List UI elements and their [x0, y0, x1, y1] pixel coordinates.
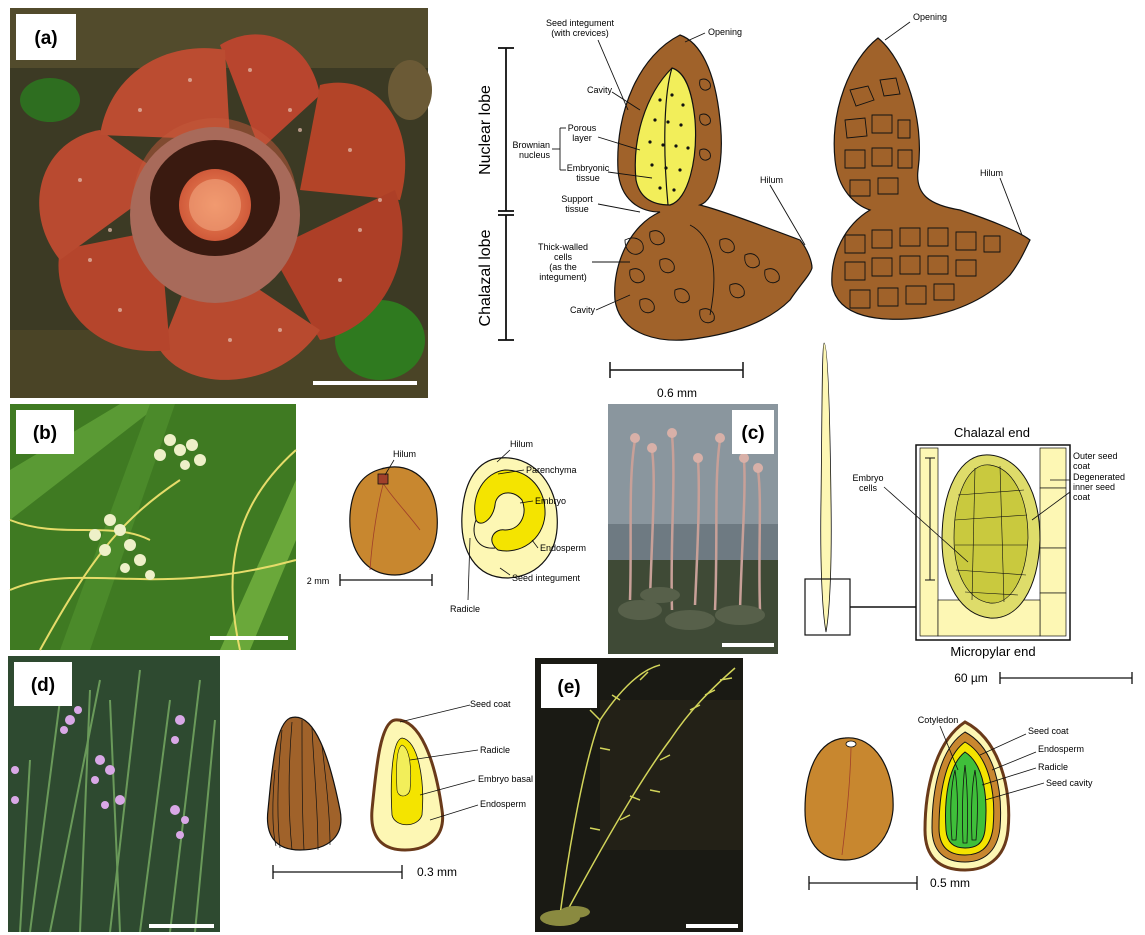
scale-label-b: 2 mm — [307, 576, 330, 586]
seed-coat-e-label: Seed coat — [1028, 726, 1069, 736]
chalazal-end-label: Chalazal end — [954, 425, 1030, 440]
panel-b-label: (b) — [33, 423, 57, 444]
panel-b: (b) Hilum Hilum Parenchyma Embryo Endos — [10, 404, 586, 650]
brownian-label-2: nucleus — [519, 150, 551, 160]
cotyledon-label: Cotyledon — [918, 715, 959, 725]
seed-e-exterior — [805, 738, 893, 860]
hilum-b-label-1: Hilum — [393, 449, 416, 459]
photo-plant-e: (e) — [535, 658, 743, 932]
seed-c-magnified — [916, 445, 1070, 640]
radicle-d-label: Radicle — [480, 745, 510, 755]
panel-d: (d) Seed coat Radicle — [8, 656, 533, 932]
thick-walled-label-1: Thick-walled — [538, 242, 588, 252]
scale-bar-d — [273, 865, 402, 879]
photo-lythrum: (d) — [8, 656, 220, 932]
degenerated-label-3: coat — [1073, 492, 1091, 502]
seed-b-section — [462, 458, 557, 578]
seed-integument-sub-label: (with crevices) — [551, 28, 609, 38]
seed-d-section — [372, 720, 443, 850]
chalazal-lobe-label: Chalazal lobe — [477, 229, 494, 326]
degenerated-label-1: Degenerated — [1073, 472, 1125, 482]
seed-b-exterior — [350, 467, 437, 575]
outer-seed-label-1: Outer seed — [1073, 451, 1118, 461]
photo-d-scale-bar — [149, 924, 214, 928]
support-tissue-label-2: tissue — [565, 204, 589, 214]
endosperm-b-label: Endosperm — [540, 543, 586, 553]
seed-integument-b-label: Seed integument — [512, 573, 581, 583]
thick-walled-label-4: integument) — [539, 272, 587, 282]
brownian-label-1: Brownian — [512, 140, 550, 150]
embryo-cells-label-1: Embryo — [852, 473, 883, 483]
cavity-label-1: Cavity — [587, 85, 613, 95]
panel-e-label: (e) — [557, 677, 580, 698]
embryo-cells-label-2: cells — [859, 483, 878, 493]
seed-e-section — [925, 722, 1009, 870]
hilum-label-1: Hilum — [760, 175, 783, 185]
opening-label-2: Opening — [913, 12, 947, 22]
seed-coat-d-label: Seed coat — [470, 699, 511, 709]
scale-bar-e — [809, 876, 917, 890]
scale-bar-a — [610, 362, 743, 378]
photo-orchid: (c) — [608, 404, 778, 654]
lobe-brackets — [498, 48, 514, 340]
radicle-b-label: Radicle — [450, 604, 480, 614]
thick-walled-label-2: cells — [554, 252, 573, 262]
endosperm-e-label: Endosperm — [1038, 744, 1084, 754]
seed-d-exterior — [267, 717, 340, 850]
photo-cuscuta: (b) — [10, 404, 296, 650]
scale-label-a: 0.6 mm — [657, 386, 697, 400]
endosperm-d-label: Endosperm — [480, 799, 526, 809]
embryo-b-label: Embryo — [535, 496, 566, 506]
embryonic-tissue-label-1: Embryonic — [567, 163, 610, 173]
scale-label-c: 60 µm — [954, 671, 988, 685]
scale-bar-c — [1000, 672, 1132, 684]
photo-b-scale-bar — [210, 636, 288, 640]
seed-integument-label: Seed integument — [546, 18, 615, 28]
outer-seed-label-2: coat — [1073, 461, 1091, 471]
panel-c-label: (c) — [741, 423, 764, 444]
thick-walled-label-3: (as the — [549, 262, 577, 272]
panel-d-label: (d) — [31, 675, 55, 696]
nuclear-lobe-label: Nuclear lobe — [477, 85, 494, 175]
parenchyma-label: Parenchyma — [526, 465, 577, 475]
porous-layer-label-2: layer — [572, 133, 592, 143]
panel-a: (a) Nuclear lobe Chalazal lobe — [10, 8, 1030, 400]
embryonic-tissue-label-2: tissue — [576, 173, 600, 183]
scale-bar-b — [340, 574, 432, 586]
support-tissue-label-1: Support — [561, 194, 593, 204]
radicle-e-label: Radicle — [1038, 762, 1068, 772]
hilum-label-2: Hilum — [980, 168, 1003, 178]
panel-e: (e) Cotyledon Seed coat — [535, 658, 1093, 932]
photo-e-scale-bar — [686, 924, 738, 928]
scale-label-e: 0.5 mm — [930, 876, 970, 890]
scale-label-d: 0.3 mm — [417, 865, 457, 879]
seed-cavity-label: Seed cavity — [1046, 778, 1093, 788]
micropylar-end-label: Micropylar end — [950, 644, 1035, 659]
hilum-b-label-2: Hilum — [510, 439, 533, 449]
opening-label-1: Opening — [708, 27, 742, 37]
porous-layer-label-1: Porous — [568, 123, 597, 133]
panel-a-label: (a) — [34, 28, 57, 49]
photo-c-scale-bar — [722, 643, 774, 647]
degenerated-label-2: inner seed — [1073, 482, 1115, 492]
photo-rafflesia: (a) — [10, 8, 432, 398]
cavity-label-2: Cavity — [570, 305, 596, 315]
embryo-basal-label: Embryo basal — [478, 774, 533, 784]
seed-a-section — [615, 35, 812, 340]
photo-a-scale-bar — [313, 381, 417, 385]
